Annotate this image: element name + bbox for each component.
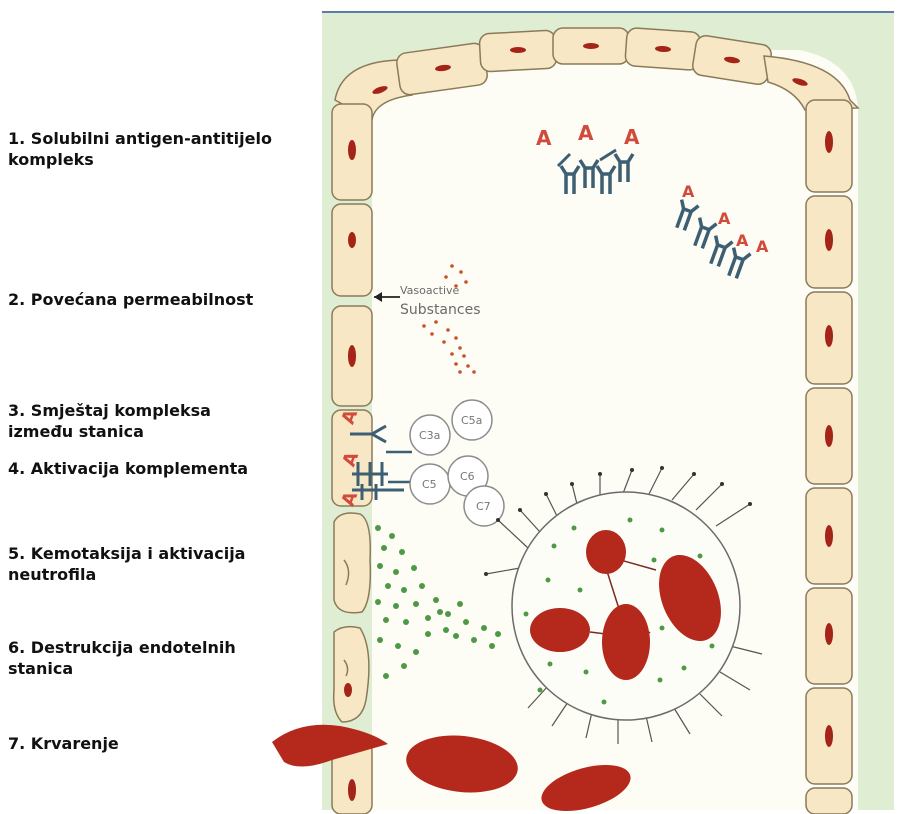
endothelium-right bbox=[806, 100, 852, 814]
nucleus bbox=[348, 345, 356, 367]
c7-label: C7 bbox=[476, 500, 491, 513]
nucleus bbox=[348, 232, 356, 248]
antigen-label: A bbox=[756, 237, 769, 256]
antigen-label: A bbox=[578, 121, 594, 145]
nucleus bbox=[344, 683, 352, 697]
nucleus bbox=[825, 425, 833, 447]
c6-label: C6 bbox=[460, 470, 475, 483]
nucleus bbox=[825, 623, 833, 645]
damaged-endothelial-cell bbox=[334, 513, 370, 613]
nucleus bbox=[825, 525, 833, 547]
c5-label: C5 bbox=[422, 478, 437, 491]
antigen-label: A bbox=[718, 209, 731, 228]
nucleus-lobe bbox=[530, 608, 590, 652]
nucleus-lobe bbox=[602, 604, 650, 680]
antigen-label: A bbox=[736, 231, 749, 250]
nucleus bbox=[348, 140, 356, 160]
c3a-label: C3a bbox=[419, 429, 440, 442]
antigen-label: A bbox=[624, 125, 640, 149]
nucleus bbox=[510, 47, 526, 53]
endothelial-cell bbox=[332, 204, 372, 296]
endothelial-cell bbox=[806, 788, 852, 814]
damaged-endothelial-cell bbox=[334, 627, 369, 722]
c5a-label: C5a bbox=[461, 414, 482, 427]
nucleus bbox=[348, 779, 356, 801]
nucleus bbox=[583, 43, 599, 49]
antigen-label: A bbox=[536, 126, 552, 150]
nucleus bbox=[825, 131, 833, 153]
antigen-label: A bbox=[682, 182, 695, 201]
substances-label: Substances bbox=[400, 302, 481, 318]
nucleus bbox=[825, 325, 833, 347]
nucleus bbox=[825, 229, 833, 251]
vasoactive-label: Vasoactive bbox=[400, 284, 460, 297]
nucleus-lobe bbox=[586, 530, 626, 574]
nucleus bbox=[825, 725, 833, 747]
